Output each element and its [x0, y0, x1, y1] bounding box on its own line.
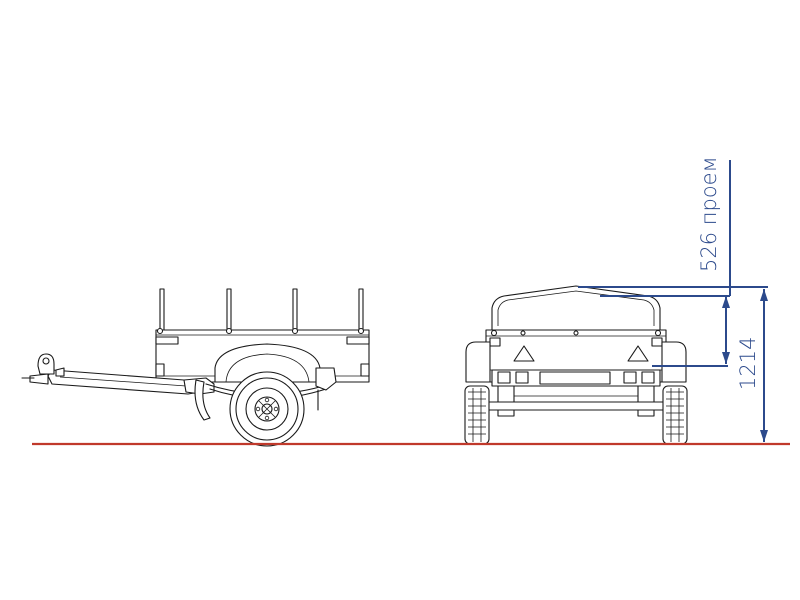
rear-view: [464, 285, 688, 445]
rear-tire-left: [464, 385, 490, 445]
reflector-triangles: [513, 345, 649, 362]
hub-bolts: [255, 397, 279, 421]
rear-axle: [487, 385, 665, 417]
rear-bumper: [491, 369, 661, 387]
opening-dimension-label: 526 проем: [697, 157, 721, 272]
dimension-opening: 526 проем: [578, 157, 768, 367]
dimension-height: 1214: [736, 289, 768, 442]
height-dimension-label: 1214: [736, 337, 760, 390]
side-stakes: [159, 288, 364, 336]
side-fender: [214, 343, 321, 383]
side-drawbar: [21, 353, 201, 395]
rear-awning: [491, 285, 661, 331]
rear-tire-right: [662, 385, 688, 445]
side-view: [21, 288, 370, 447]
rear-fenders: [465, 341, 687, 383]
side-wheel: [229, 371, 305, 447]
